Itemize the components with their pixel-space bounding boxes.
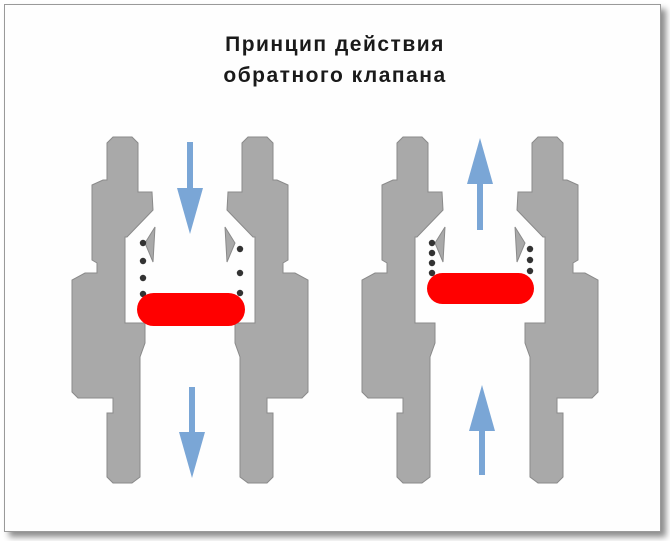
spring-coil [526, 267, 534, 275]
seat-flap-right [224, 226, 236, 263]
spring-coil [428, 249, 436, 257]
seat-flap-left [144, 226, 156, 263]
spring-coil [236, 269, 244, 277]
spring-coil [526, 245, 534, 253]
spring-coil [526, 256, 534, 264]
spring-coil [236, 245, 244, 253]
valve-disc [137, 293, 245, 326]
spring-coil [428, 269, 436, 277]
spring-coil [139, 274, 147, 282]
spring-coil [139, 257, 147, 265]
valve-body-left [71, 136, 154, 484]
valve-open [71, 136, 309, 484]
spring-coil [428, 239, 436, 247]
flow-arrow-head [467, 138, 493, 184]
valve-body-right [516, 136, 599, 484]
valve-closed [361, 136, 599, 484]
valve-body-left [361, 136, 444, 484]
flow-arrow-head [177, 188, 203, 234]
flow-arrow-head [469, 385, 495, 431]
spring-coil [428, 259, 436, 267]
spring-coil [139, 290, 147, 298]
flow-arrow-head [179, 432, 205, 478]
seat-flap-right [514, 226, 526, 263]
valve-disc [427, 273, 534, 304]
title-line-2: обратного клапана [223, 64, 447, 87]
valve-body-right [226, 136, 309, 484]
seat-flap-left [434, 226, 446, 263]
spring-coil [236, 289, 244, 297]
title-line-1: Принцип действия [225, 33, 445, 56]
spring-coil [139, 239, 147, 247]
